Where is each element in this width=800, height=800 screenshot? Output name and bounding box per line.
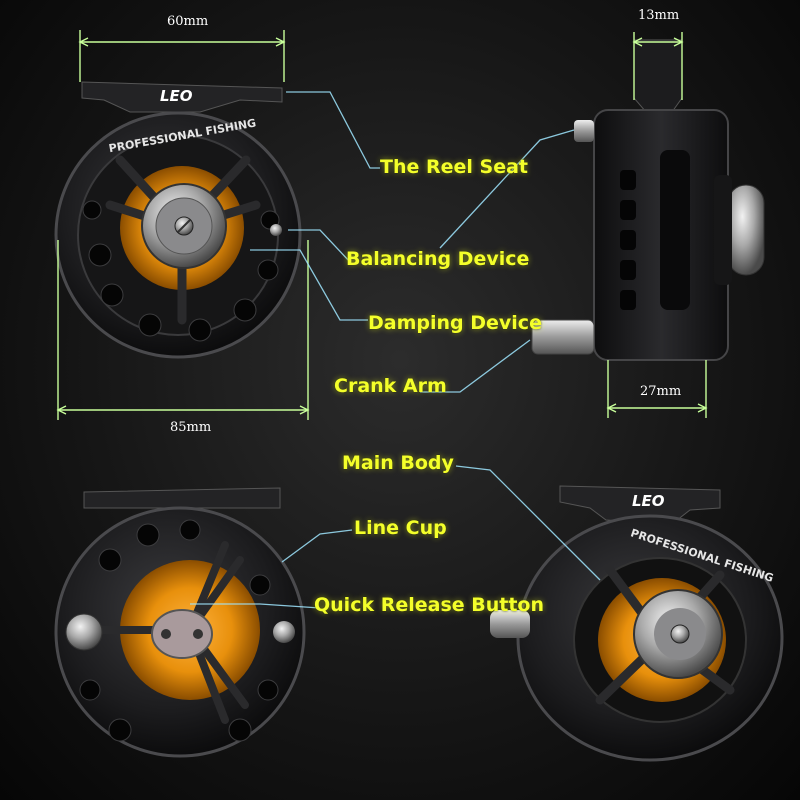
dimension-body-depth: 27mm bbox=[640, 384, 682, 399]
reel-back-view bbox=[54, 487, 306, 758]
callout-reel-seat: The Reel Seat bbox=[380, 156, 528, 178]
callout-crank-arm: Crank Arm bbox=[334, 375, 447, 397]
reel-side-view bbox=[531, 39, 765, 361]
reel-seat-foot bbox=[81, 81, 283, 113]
brand-logo: LEO bbox=[160, 87, 193, 105]
angled-brand-logo: LEO bbox=[632, 492, 665, 510]
dimension-diameter: 85mm bbox=[170, 420, 212, 435]
callout-damping-device: Damping Device bbox=[368, 312, 542, 334]
reel-front-view: PROFESSIONAL FISHING LEO bbox=[54, 81, 302, 359]
leader-lines bbox=[190, 91, 601, 609]
dimension-top-width: 60mm bbox=[167, 14, 209, 29]
dimension-lines bbox=[56, 30, 708, 420]
callout-balancing-device: Balancing Device bbox=[346, 248, 530, 270]
reel-angled-view: LEO PROFESSIONAL FISHING bbox=[490, 485, 784, 762]
back-handle-knob bbox=[65, 613, 103, 651]
crank-handle bbox=[531, 319, 595, 355]
back-reel-seat bbox=[83, 487, 281, 509]
callout-main-body: Main Body bbox=[342, 452, 454, 474]
callout-quick-release-button: Quick Release Button bbox=[314, 594, 545, 616]
release-plate bbox=[151, 609, 213, 659]
balancing-stud bbox=[574, 120, 594, 142]
callout-line-cup: Line Cup bbox=[354, 517, 447, 539]
side-reel-seat bbox=[633, 39, 683, 113]
dimension-seat-width: 13mm bbox=[638, 8, 680, 23]
